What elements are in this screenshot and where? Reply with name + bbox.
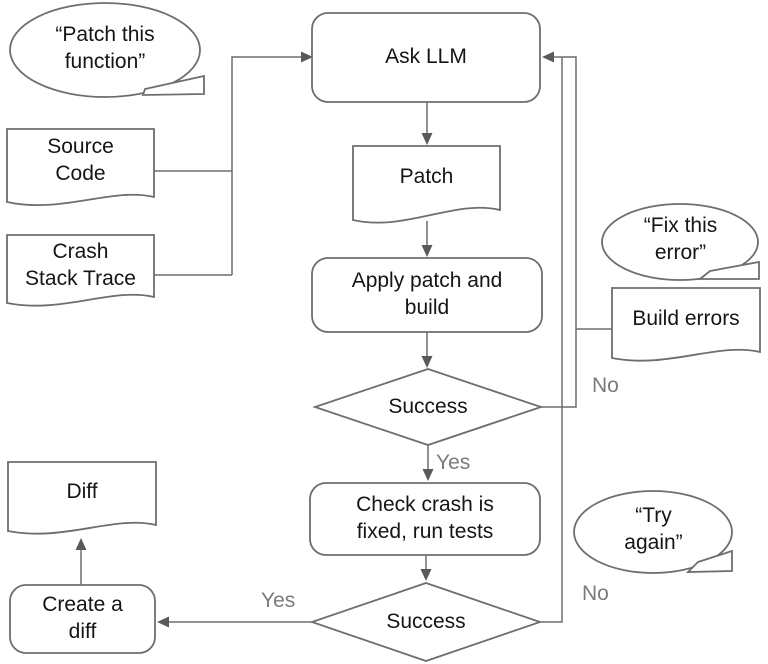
doc-source-code [6,128,155,206]
node-apply-patch-build [311,257,543,333]
decision-success-tests [309,582,543,662]
doc-crash-stack-trace [6,234,155,307]
edge-success-tests-no-to-ask-llm [540,57,563,623]
arrowhead-into-check-crash [422,469,434,481]
decision-success-build [312,368,544,446]
callout-try-again-tail [685,549,733,573]
doc-patch [352,145,501,224]
edge-inputs-bus-to-ask-llm [231,56,301,275]
arrowhead-into-success-tests [420,569,432,581]
callout-fix-error-bubble [601,203,759,281]
node-create-diff [9,584,156,654]
arrowhead-into-apply [421,245,433,257]
node-check-crash [309,482,541,556]
doc-diff [7,461,157,535]
arrowhead-into-ask-llm-left [301,51,313,63]
arrowhead-into-ask-llm-right [542,51,554,63]
callout-try-again-bubble [573,490,733,574]
doc-build-errors [611,287,761,362]
node-ask-llm [311,12,541,103]
arrowhead-into-patch [421,133,433,145]
arrowhead-into-diff [75,538,87,550]
callout-patch-function-bubble [9,2,201,98]
arrowhead-into-success-build [421,356,433,368]
edge-success-build-no-to-ask-llm [541,56,577,408]
callout-fix-error-tail [697,260,760,280]
callout-patch-function-tail [141,74,205,96]
arrowhead-into-create-diff [157,616,169,628]
